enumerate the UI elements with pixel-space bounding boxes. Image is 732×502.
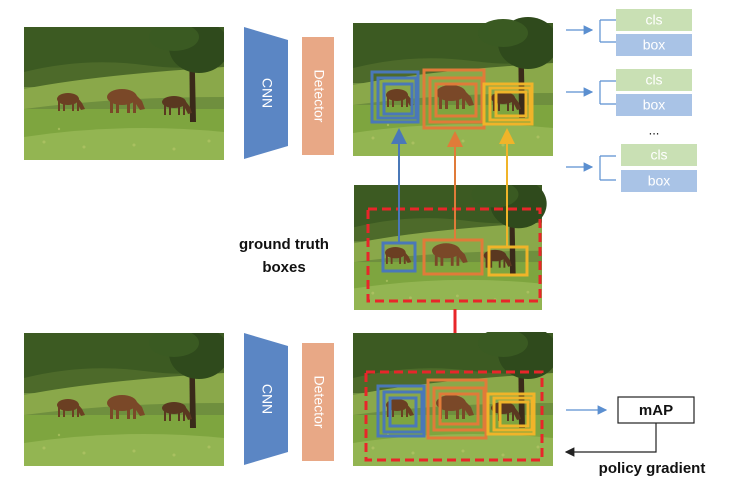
outputs-ellipsis: ... (649, 122, 660, 137)
box-label-2: box (643, 97, 666, 113)
top-input-photo (24, 27, 224, 160)
top-detector-label: Detector (311, 70, 327, 123)
policy-gradient-arrow (564, 423, 657, 457)
bottom-predicted-boxes (376, 378, 536, 440)
map-box (617, 396, 695, 424)
ground-truth-label-line1: ground truth (239, 236, 329, 253)
cls-label-3: cls (650, 147, 667, 163)
cls-label-2: cls (645, 72, 662, 88)
box-box-1 (616, 34, 692, 56)
box-box-2 (616, 94, 692, 116)
bottom-cnn-label: CNN (259, 384, 275, 414)
top-outputs: cls box cls box ... cls box (566, 9, 697, 192)
box-label-1: box (643, 37, 666, 53)
cls-box-3 (621, 144, 697, 166)
cls-box-1 (616, 9, 692, 31)
top-predicted-boxes (370, 68, 534, 130)
policy-gradient-label: policy gradient (599, 460, 706, 477)
cls-label-1: cls (645, 12, 662, 28)
top-cnn-label: CNN (259, 78, 275, 108)
bottom-cnn-block (244, 333, 288, 465)
top-cnn-block (244, 27, 288, 159)
bottom-detector-block (302, 343, 334, 461)
bottom-detector-label: Detector (311, 376, 327, 429)
map-label: mAP (639, 402, 673, 419)
bottom-gt-region (364, 370, 544, 462)
box-box-3 (621, 170, 697, 192)
box-label-3: box (648, 173, 671, 189)
top-detector-block (302, 37, 334, 155)
ground-truth-label-line2: boxes (262, 259, 305, 276)
bottom-input-photo (24, 333, 224, 466)
cls-box-2 (616, 69, 692, 91)
